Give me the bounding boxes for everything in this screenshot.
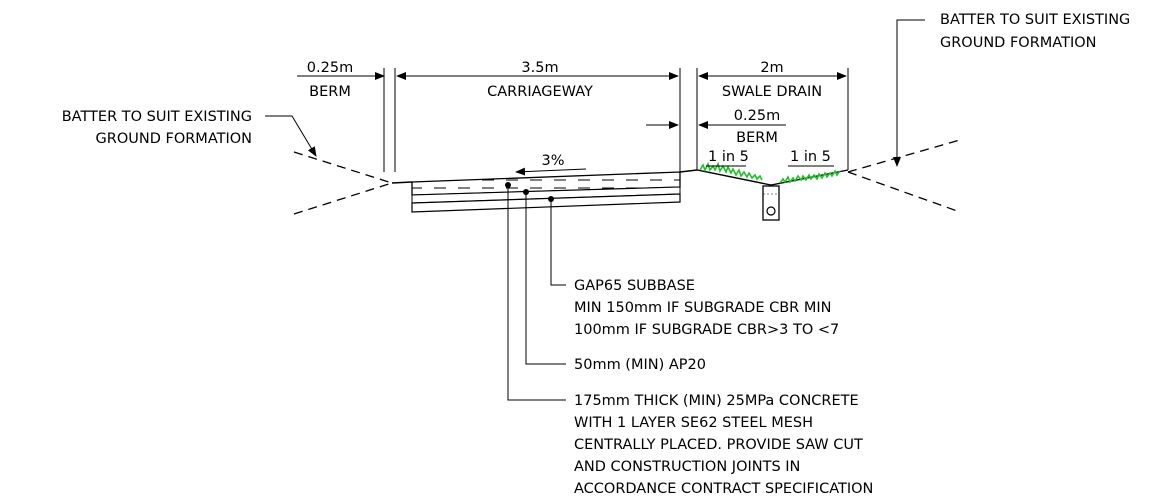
subbase-note: GAP65 SUBBASE MIN 150mm IF SUBGRADE CBR … [574, 278, 839, 338]
left-berm-value: 0.25m [307, 60, 353, 76]
concrete-note: 175mm THICK (MIN) 25MPa CONCRETE WITH 1 … [574, 393, 873, 497]
batter-right-line1: BATTER TO SUIT EXISTING [940, 12, 1130, 28]
subbase-note-line3: 100mm IF SUBGRADE CBR>3 TO <7 [574, 322, 839, 338]
swale-value: 2m [760, 60, 783, 76]
swale-slope-left: 1 in 5 [708, 149, 749, 165]
batter-right-note: BATTER TO SUIT EXISTING GROUND FORMATION [893, 12, 1130, 167]
carriageway-value: 3.5m [521, 60, 558, 76]
subbase-note-line1: GAP65 SUBBASE [574, 278, 695, 294]
batter-right-line2: GROUND FORMATION [940, 35, 1096, 51]
existing-ground-lines [293, 139, 961, 215]
right-berm-value: 0.25m [734, 108, 780, 124]
batter-left-note: BATTER TO SUIT EXISTING GROUND FORMATION [62, 109, 317, 157]
dimension-carriageway: 3.5m CARRIAGEWAY [394, 60, 681, 172]
dimension-left-berm: 0.25m BERM [297, 60, 385, 172]
left-berm-label: BERM [309, 84, 351, 100]
crossfall-text: 3% [541, 153, 564, 169]
subbase-note-line2: MIN 150mm IF SUBGRADE CBR MIN [574, 300, 831, 316]
swale-slope-right: 1 in 5 [790, 149, 831, 165]
dimension-right-berm: 0.25m BERM [646, 108, 786, 146]
concrete-note-line5: ACCORDANCE CONTRACT SPECIFICATION [574, 481, 873, 497]
right-berm-label: BERM [736, 130, 778, 146]
crossfall-indicator: 3% [515, 153, 587, 176]
basecourse-note-line1: 50mm (MIN) AP20 [574, 357, 706, 373]
concrete-note-line3: CENTRALLY PLACED. PROVIDE SAW CUT [574, 437, 863, 453]
concrete-note-line4: AND CONSTRUCTION JOINTS IN [574, 459, 800, 475]
swale-label: SWALE DRAIN [722, 84, 822, 100]
carriageway-label: CARRIAGEWAY [487, 84, 593, 100]
concrete-note-line2: WITH 1 LAYER SE62 STEEL MESH [574, 415, 813, 431]
note-leaders [507, 185, 566, 401]
swale-drain: 1 in 5 1 in 5 [679, 149, 849, 221]
concrete-note-line1: 175mm THICK (MIN) 25MPa CONCRETE [574, 393, 859, 409]
batter-left-line1: BATTER TO SUIT EXISTING [62, 109, 252, 125]
basecourse-note: 50mm (MIN) AP20 [574, 357, 706, 373]
dimension-swale-drain: 2m SWALE DRAIN [696, 60, 849, 170]
pavement-section [391, 171, 681, 213]
batter-left-line2: GROUND FORMATION [96, 131, 252, 147]
